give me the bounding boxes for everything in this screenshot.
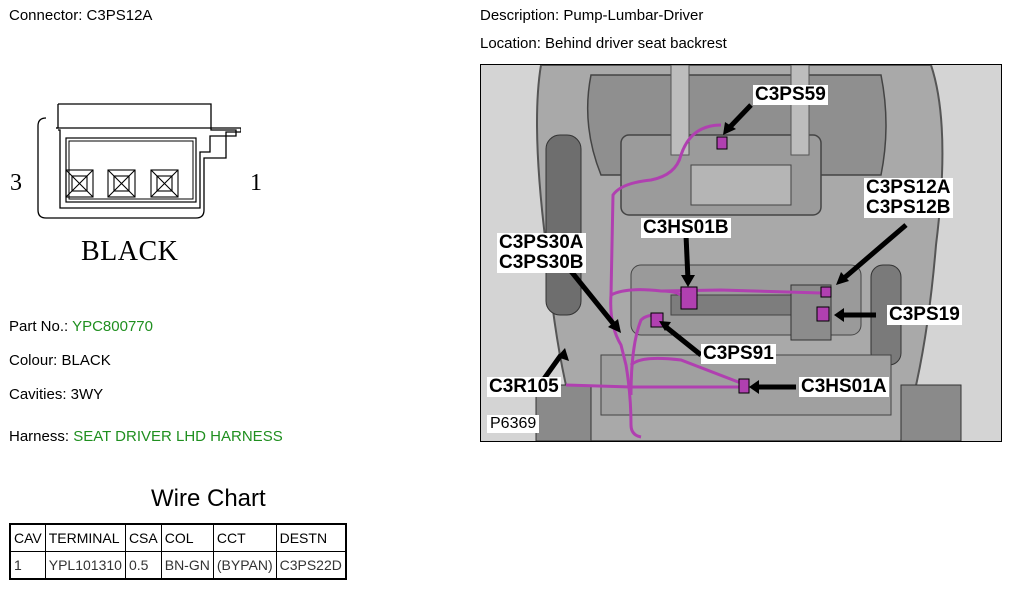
header-csa: CSA bbox=[124, 523, 162, 552]
description-text: Description: Pump-Lumbar-Driver bbox=[480, 7, 704, 24]
location-text: Location: Behind driver seat backrest bbox=[480, 35, 727, 52]
callout-c3hs01b: C3HS01B bbox=[641, 217, 731, 238]
table-row: 1 YPL101310 0.5 BN-GN (BYPAN) C3PS22D bbox=[9, 551, 347, 580]
cell-col: BN-GN bbox=[160, 551, 214, 580]
harness: Harness: SEAT DRIVER LHD HARNESS bbox=[9, 428, 283, 445]
table-header-row: CAV TERMINAL CSA COL CCT DESTN bbox=[9, 523, 347, 552]
callout-c3ps30a: C3PS30A bbox=[497, 232, 586, 253]
location-illustration: C3PS59 C3PS12A C3PS12B C3HS01B C3PS30A C… bbox=[480, 64, 1002, 442]
connector-label: Connector: C3PS12A bbox=[9, 7, 153, 24]
part-number: Part No.: YPC800770 bbox=[9, 318, 153, 335]
figure-reference: P6369 bbox=[487, 415, 540, 433]
cell-destn[interactable]: C3PS22D bbox=[275, 551, 347, 580]
callout-c3ps30b: C3PS30B bbox=[497, 252, 586, 273]
header-col: COL bbox=[160, 523, 214, 552]
cavities-text: Cavities: 3WY bbox=[9, 386, 104, 403]
callout-c3hs01a: C3HS01A bbox=[799, 376, 889, 397]
cavity-3 bbox=[65, 169, 94, 198]
wire-chart-table: CAV TERMINAL CSA COL CCT DESTN 1 YPL1013… bbox=[9, 523, 347, 580]
header-cav: CAV bbox=[9, 523, 46, 552]
callout-c3ps91: C3PS91 bbox=[701, 343, 776, 364]
header-terminal: TERMINAL bbox=[44, 523, 126, 552]
cell-cav: 1 bbox=[9, 551, 46, 580]
pin-1-label: 1 bbox=[250, 170, 262, 196]
callout-c3ps19: C3PS19 bbox=[887, 304, 962, 325]
wire-chart-title: Wire Chart bbox=[151, 485, 266, 512]
cell-csa: 0.5 bbox=[124, 551, 162, 580]
harness-value[interactable]: SEAT DRIVER LHD HARNESS bbox=[73, 428, 283, 445]
cell-terminal: YPL101310 bbox=[44, 551, 126, 580]
callout-c3ps12b: C3PS12B bbox=[864, 197, 953, 218]
callout-c3r105: C3R105 bbox=[487, 376, 561, 397]
connector-face-diagram bbox=[37, 103, 241, 219]
cavity-1 bbox=[150, 169, 179, 198]
part-number-value[interactable]: YPC800770 bbox=[72, 318, 153, 335]
colour-text: Colour: BLACK bbox=[9, 352, 111, 369]
callout-c3ps12a: C3PS12A bbox=[864, 177, 953, 198]
connector-colour-label: BLACK bbox=[81, 236, 179, 267]
callout-c3ps59: C3PS59 bbox=[753, 84, 828, 105]
cavity-2 bbox=[107, 169, 136, 198]
harness-label: Harness: bbox=[9, 428, 74, 445]
header-cct: CCT bbox=[212, 523, 277, 552]
part-number-label: Part No.: bbox=[9, 318, 73, 335]
cell-cct: (BYPAN) bbox=[212, 551, 277, 580]
header-destn: DESTN bbox=[275, 523, 347, 552]
pin-3-label: 3 bbox=[10, 170, 22, 196]
